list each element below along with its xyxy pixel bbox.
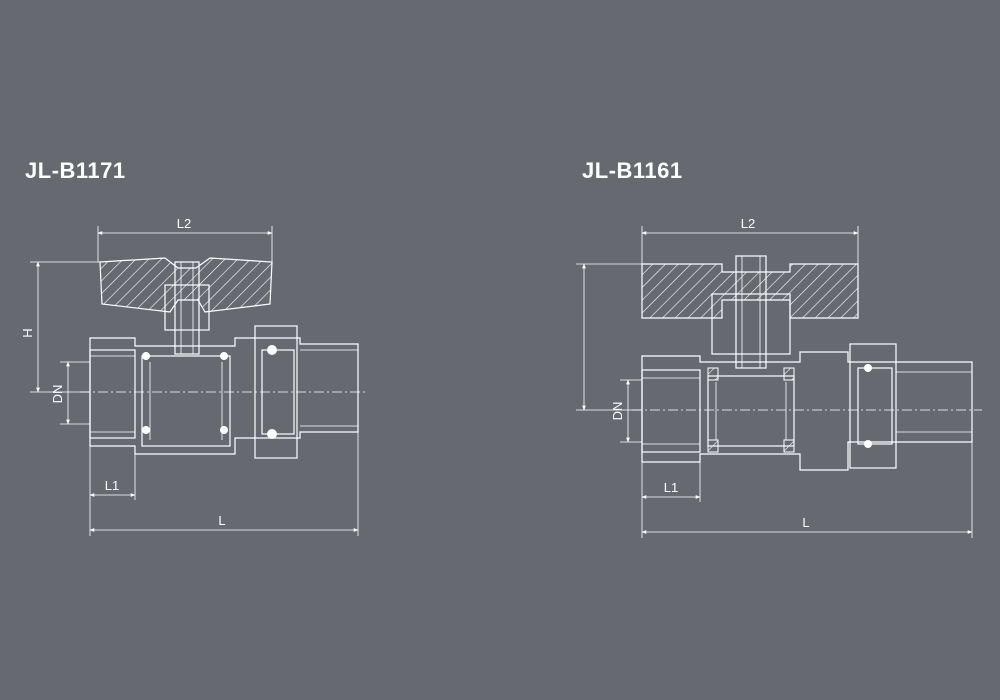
valve-stem-left — [174, 261, 200, 355]
valve-drawing-left: L2 H DN L1 L — [20, 216, 368, 536]
dimension-label-dn-left: DN — [50, 385, 65, 404]
valve-stem-right — [735, 255, 767, 369]
ball-right — [707, 375, 795, 447]
dimension-label-l-left: L — [218, 513, 225, 528]
dimension-label-h-left: H — [20, 328, 35, 337]
t-handle-right — [641, 263, 859, 319]
valve-drawing-right: L2 DN L1 L — [576, 216, 982, 538]
dimension-label-l2-right: L2 — [741, 216, 755, 231]
union-nut-right — [849, 343, 897, 469]
valve-model-title-left: JL-B1171 — [25, 158, 126, 183]
dimension-label-l2-left: L2 — [177, 216, 191, 231]
ball-left — [141, 355, 231, 447]
dimension-label-dn-right: DN — [610, 402, 625, 421]
valve-model-title-right: JL-B1161 — [582, 158, 683, 183]
dimension-label-l-right: L — [802, 515, 809, 530]
dimension-label-l1-right: L1 — [664, 480, 678, 495]
dimension-label-l1-left: L1 — [105, 478, 119, 493]
